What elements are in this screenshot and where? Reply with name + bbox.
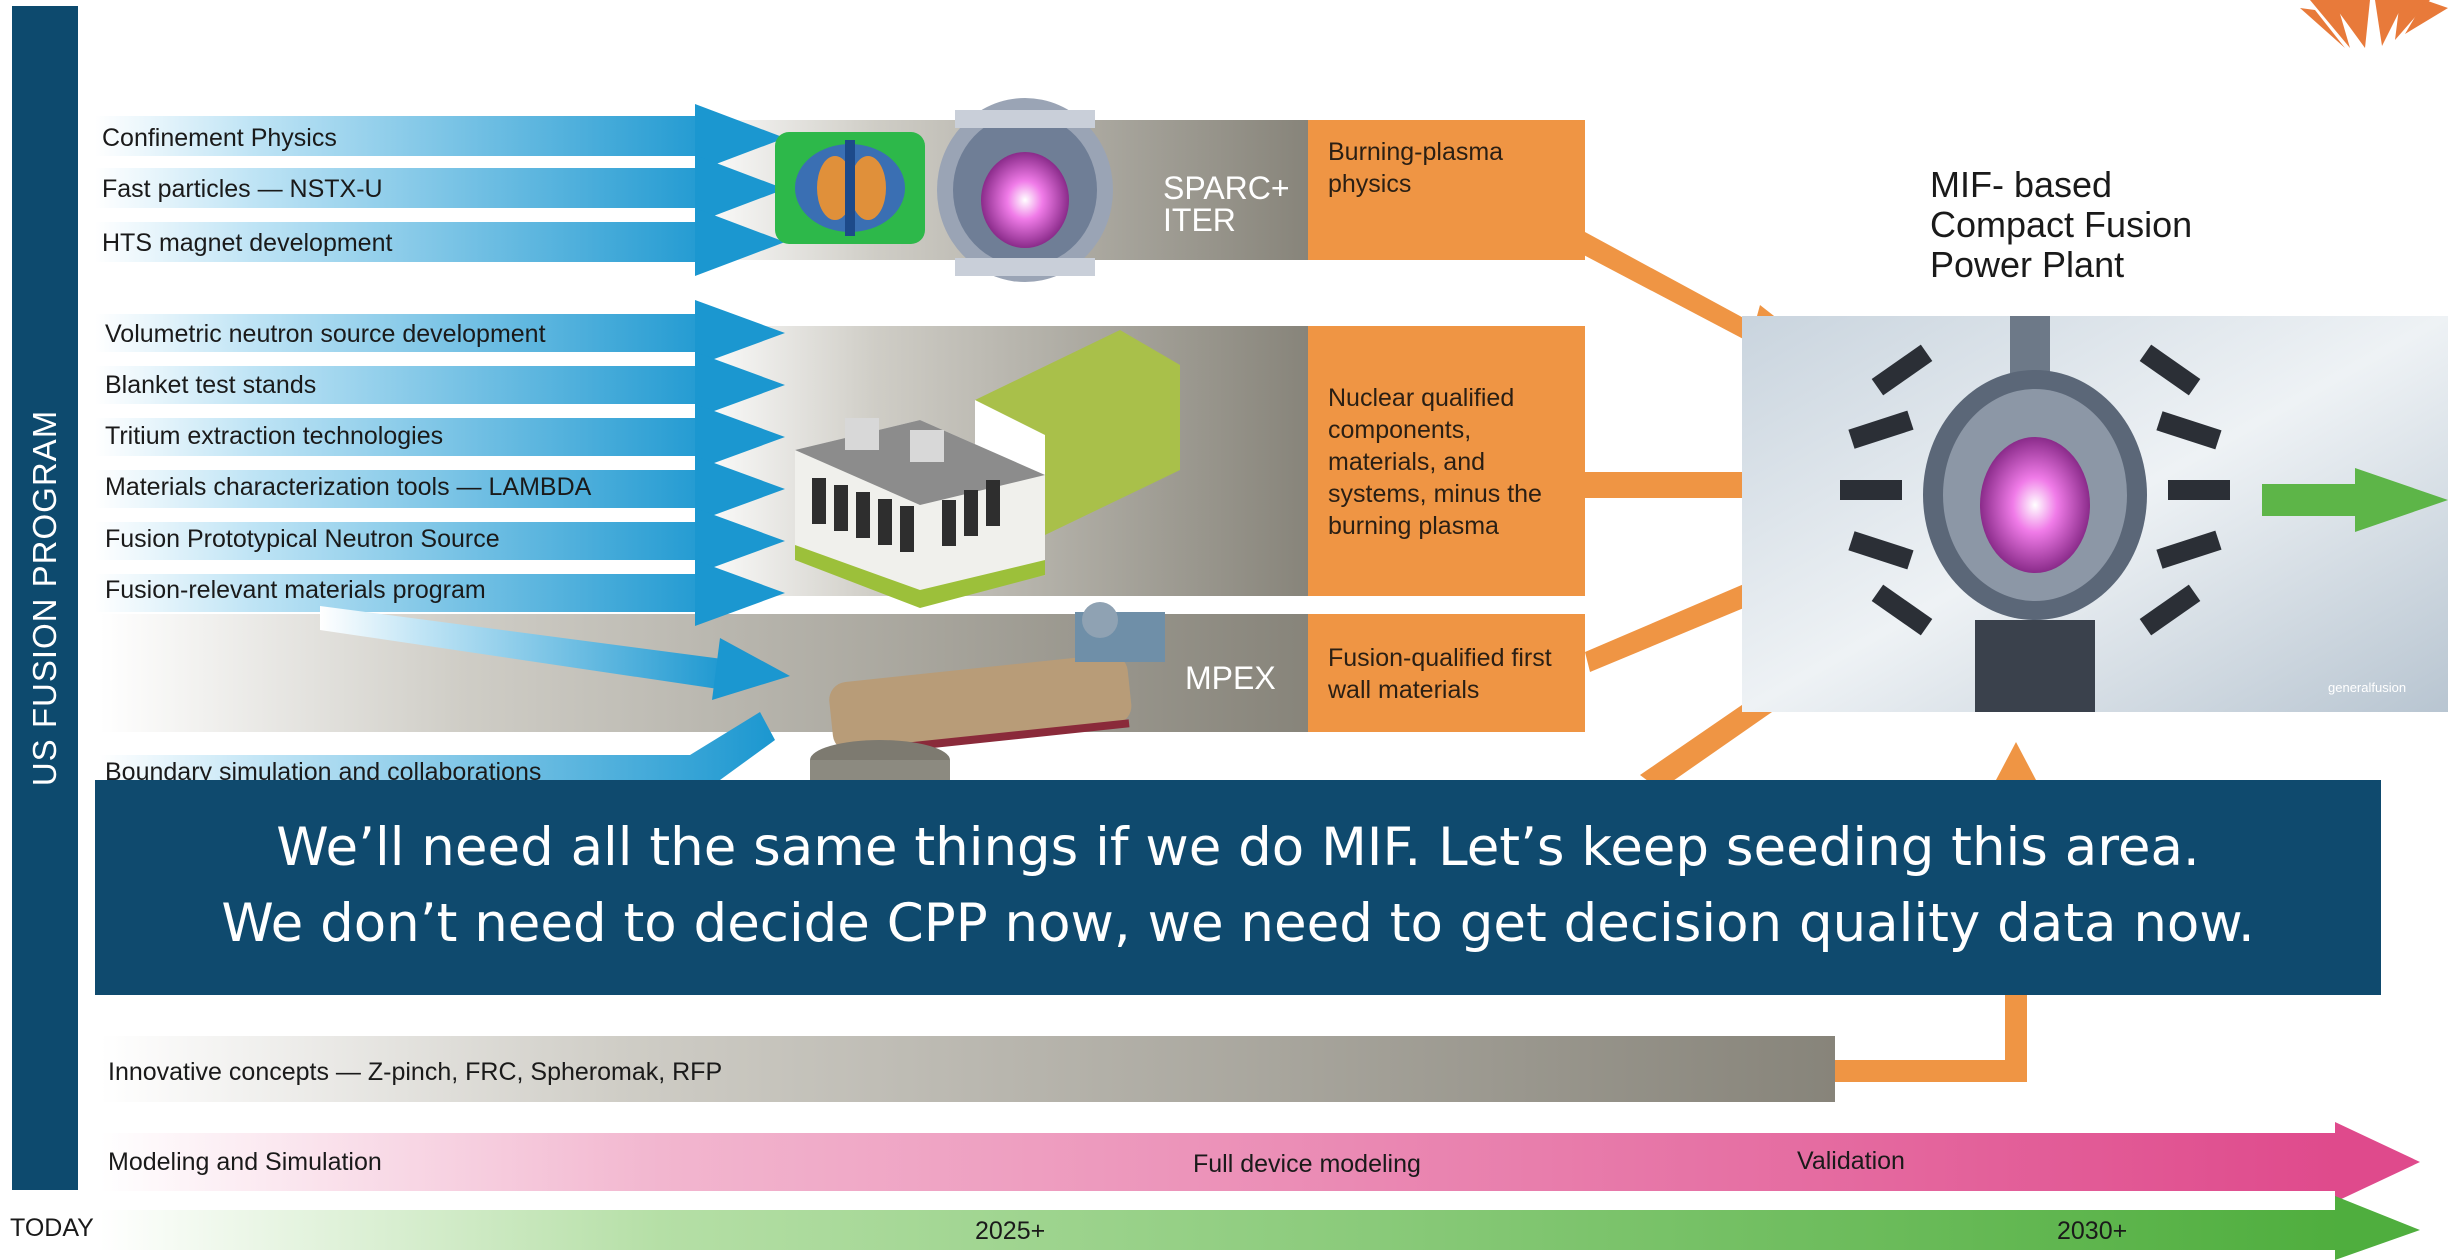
program-sidebar [12, 6, 78, 1190]
input-label: Tritium extraction technologies [105, 422, 444, 450]
callout-banner: We’ll need all the same things if we do … [95, 780, 2381, 995]
timeline-start-label: TODAY [10, 1214, 94, 1242]
outcome-text: Nuclear qualified components, materials,… [1328, 384, 1542, 540]
innovative-band [100, 1036, 1835, 1102]
callout-line-2: We don’t need to decide CPP now, we need… [221, 893, 2255, 954]
input-label: Materials characterization tools — LAMBD… [105, 473, 592, 501]
input-label: Confinement Physics [102, 124, 337, 152]
boundary-arrow [100, 712, 775, 780]
callout-line-1: We’ll need all the same things if we do … [276, 817, 2200, 878]
output-arrow [2262, 468, 2448, 532]
input-label: Fusion Prototypical Neutron Source [105, 525, 500, 553]
input-label: Fusion-relevant materials program [105, 576, 486, 604]
input-arrows-group1 [95, 104, 785, 276]
outcome-nuclear-qualified: Nuclear qualified components, materials,… [1308, 326, 1585, 596]
program-title: US FUSION PROGRAM [26, 409, 63, 787]
innovative-label: Innovative concepts — Z-pinch, FRC, Sphe… [108, 1058, 723, 1086]
modeling-label: Modeling and Simulation [108, 1148, 382, 1176]
modeling-end-label: Validation [1797, 1147, 1905, 1175]
input-label: Fast particles — NSTX-U [102, 175, 383, 203]
tokamak-iter-image [937, 98, 1113, 282]
timeline-arrow [100, 1196, 2420, 1260]
target-title: MIF- based Compact Fusion Power Plant [1930, 164, 2193, 285]
tokamak-sparc-image [775, 132, 925, 244]
input-label: HTS magnet development [102, 229, 393, 257]
input-arrows-group2 [95, 300, 790, 700]
timeline-end-label: 2030+ [2057, 1217, 2128, 1245]
input-label: Blanket test stands [105, 371, 317, 399]
outcome-first-wall: Fusion-qualified first wall materials [1308, 614, 1585, 732]
mpex-image [810, 602, 1165, 790]
sparc-iter-label: SPARC+ ITER [1163, 170, 1290, 238]
modeling-arrow [100, 1122, 2420, 1202]
timeline-mid-label: 2025+ [975, 1217, 1046, 1245]
input-label: Volumetric neutron source development [105, 320, 546, 348]
brand-watermark: generalfusion [2328, 680, 2407, 695]
outcome-text: Burning-plasma physics [1328, 138, 1504, 198]
outcome-text: Fusion-qualified first wall materials [1328, 644, 1552, 704]
logo-burst-icon [2300, 0, 2448, 48]
modeling-mid-label: Full device modeling [1193, 1150, 1421, 1178]
mpex-label: MPEX [1185, 660, 1276, 696]
outcome-burning-plasma: Burning-plasma physics [1308, 120, 1585, 260]
building-image [795, 330, 1180, 608]
